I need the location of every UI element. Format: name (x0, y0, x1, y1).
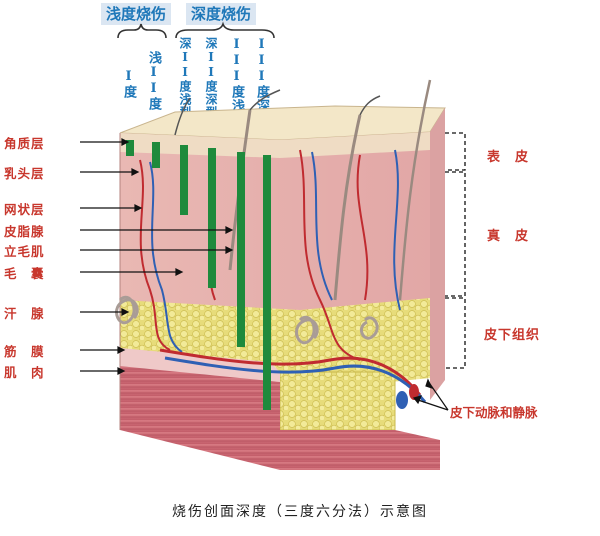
label-sweat-gland: 汗 腺 (4, 306, 45, 321)
label-muscle: 肌 肉 (4, 365, 45, 380)
depth-bar-1 (126, 140, 134, 156)
depth-bar-3 (180, 145, 188, 215)
label-arrector-pili: 立毛肌 (4, 244, 45, 259)
label-subcutaneous: 皮下组织 (484, 328, 541, 343)
depth-label-1: I度 (121, 69, 136, 99)
left-pointers (80, 138, 234, 375)
label-papillary-layer: 乳头层 (4, 166, 45, 181)
label-stratum-corneum: 角质层 (4, 136, 45, 151)
label-hair-follicle: 毛 囊 (4, 266, 45, 281)
depth-bars (126, 140, 271, 410)
label-subcutaneous-vessels: 皮下动脉和静脉 (450, 405, 538, 420)
label-reticular-layer: 网状层 (4, 202, 45, 217)
label-dermis: 真 皮 (487, 229, 530, 244)
label-fascia: 筋 膜 (4, 344, 45, 359)
figure-caption: 烧伤创面深度（三度六分法）示意图 (172, 504, 428, 520)
right-brackets (412, 132, 466, 411)
shallow-burn-header: 浅度烧伤 (101, 3, 172, 25)
depth-bar-2 (152, 142, 160, 168)
depth-label-4: 深II度深型 (204, 37, 218, 119)
depth-bar-4 (208, 148, 216, 288)
header-braces (117, 21, 275, 39)
depth-bar-5 (237, 152, 245, 347)
depth-bar-6 (263, 155, 271, 410)
skin-cross-section (115, 79, 446, 470)
depth-label-2: 浅II度 (146, 51, 161, 111)
label-sebaceous-gland: 皮脂腺 (4, 224, 45, 239)
label-epidermis: 表 皮 (487, 150, 530, 165)
depth-label-5: III度浅型 (229, 37, 244, 127)
depth-label-3: 深II度浅型 (178, 37, 192, 119)
deep-burn-header: 深度烧伤 (186, 3, 257, 25)
depth-label-6: III度深型 (254, 37, 269, 127)
